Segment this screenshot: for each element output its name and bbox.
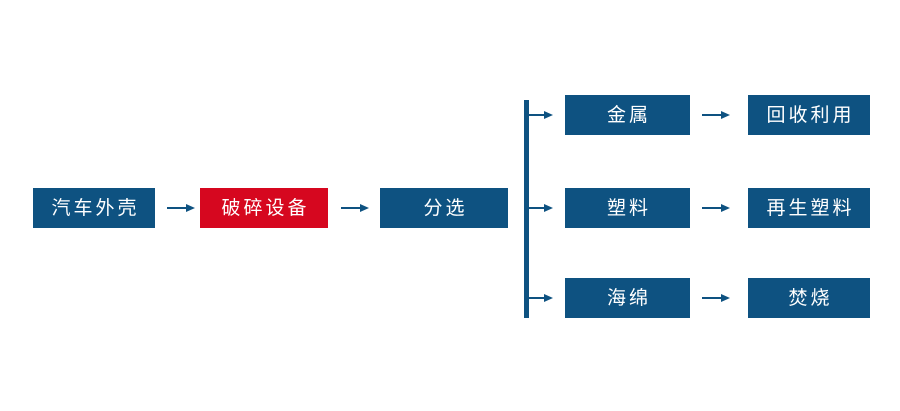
node-metal[interactable]: 金属 [565,95,690,135]
node-sponge[interactable]: 海绵 [565,278,690,318]
arrow-right-icon-4 [701,196,731,220]
arrow-right-icon-1 [166,196,196,220]
node-recycle-reuse[interactable]: 回收利用 [748,95,870,135]
branch-arrow-icon-plastic [526,196,554,220]
arrow-right-icon-3 [701,103,731,127]
arrow-right-icon-5 [701,286,731,310]
node-car-shell[interactable]: 汽车外壳 [33,188,155,228]
node-incineration[interactable]: 焚烧 [748,278,870,318]
node-recycled-plastic[interactable]: 再生塑料 [748,188,870,228]
node-crushing-equipment[interactable]: 破碎设备 [200,188,328,228]
branch-arrow-icon-sponge [526,286,554,310]
node-sorting[interactable]: 分选 [380,188,508,228]
node-plastic[interactable]: 塑料 [565,188,690,228]
arrow-right-icon-2 [340,196,370,220]
branch-arrow-icon-metal [526,103,554,127]
